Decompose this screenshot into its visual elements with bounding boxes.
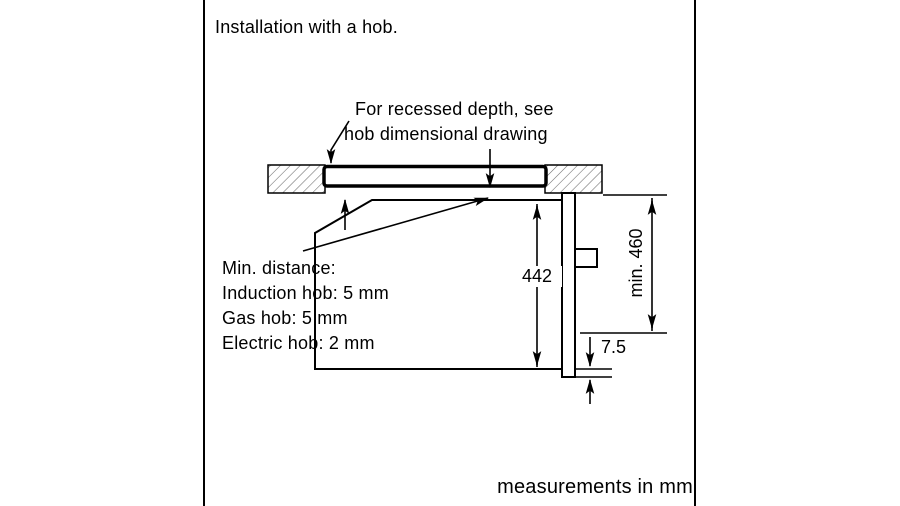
- callout-leader-line: [326, 120, 350, 165]
- hob-cross-section: [322, 164, 548, 188]
- min-distance-leader-line: [302, 197, 490, 252]
- min-distance-electric: Electric hob: 2 mm: [222, 333, 375, 353]
- min-distance-induction: Induction hob: 5 mm: [222, 283, 389, 303]
- oven-body-outline: [314, 199, 562, 370]
- min-distance-gas: Gas hob: 5 mm: [222, 308, 348, 328]
- dim-label-442: 442: [512, 266, 562, 287]
- measurements-note: measurements in mm: [497, 476, 693, 498]
- oven-door-panel: [561, 192, 576, 378]
- callout-line1: For recessed depth, see: [355, 99, 554, 119]
- callout-line2: hob dimensional drawing: [344, 124, 548, 144]
- min-distance-note: Min. distance: Induction hob: 5 mm Gas h…: [222, 256, 389, 356]
- countertop-left: [267, 164, 326, 194]
- callout-recessed-depth: For recessed depth, see hob dimensional …: [344, 97, 554, 147]
- min-distance-title: Min. distance:: [222, 258, 336, 278]
- page-border-right: [694, 0, 696, 506]
- countertop-right: [544, 164, 603, 194]
- dim-label-min-460: min. 460: [626, 228, 646, 298]
- page-title: Installation with a hob.: [215, 17, 398, 37]
- dim-label-7-5: 7.5: [601, 337, 627, 357]
- page-border-left: [203, 0, 205, 506]
- oven-handle-bracket: [574, 248, 598, 268]
